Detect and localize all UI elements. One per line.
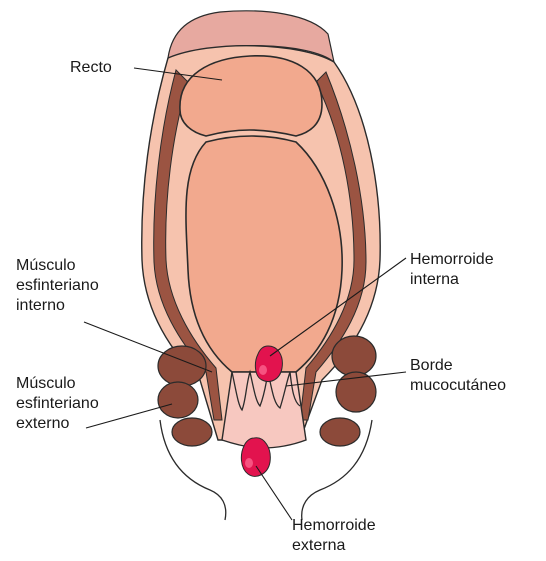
label-line: Hemorroide bbox=[410, 250, 494, 270]
label-borde-mucocutaneo: Borde mucocutáneo bbox=[410, 356, 506, 396]
label-musculo-externo: Músculo esfinteriano externo bbox=[16, 374, 99, 434]
label-recto-line: Recto bbox=[70, 58, 112, 78]
label-line: Músculo bbox=[16, 256, 99, 276]
label-line: interno bbox=[16, 296, 99, 316]
label-recto: Recto bbox=[70, 58, 112, 78]
label-hemorroide-interna: Hemorroide interna bbox=[410, 250, 494, 290]
internal-hemorrhoid bbox=[255, 346, 282, 382]
label-line: interna bbox=[410, 270, 494, 290]
internal-hemorrhoid-highlight bbox=[259, 365, 267, 375]
label-line: mucocutáneo bbox=[410, 376, 506, 396]
label-line: Músculo bbox=[16, 374, 99, 394]
external-hemorrhoid bbox=[241, 438, 270, 477]
label-line: Borde bbox=[410, 356, 506, 376]
label-line: Hemorroide bbox=[292, 516, 376, 536]
label-musculo-interno: Músculo esfinteriano interno bbox=[16, 256, 99, 316]
label-line: esfinteriano bbox=[16, 276, 99, 296]
external-hemorrhoid-highlight bbox=[245, 458, 253, 468]
leader-hemorroide-externa bbox=[256, 466, 292, 520]
label-line: externo bbox=[16, 414, 99, 434]
label-line: esfinteriano bbox=[16, 394, 99, 414]
label-line: externa bbox=[292, 536, 376, 556]
rectal-lumen bbox=[186, 136, 342, 372]
label-hemorroide-externa: Hemorroide externa bbox=[292, 516, 376, 556]
